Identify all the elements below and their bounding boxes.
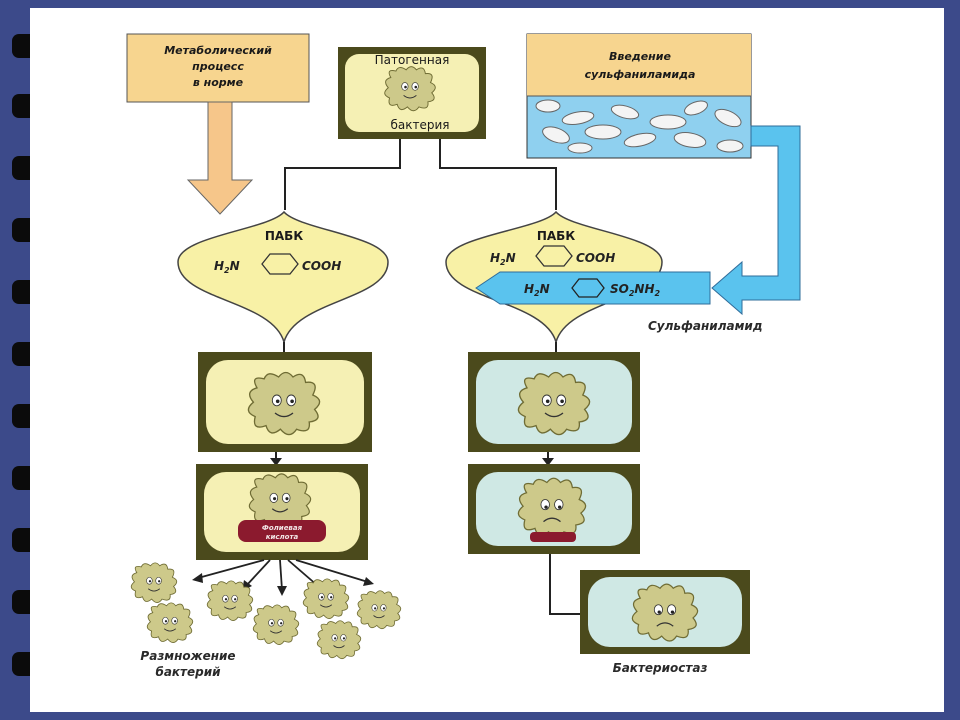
- bacteria-icon: [302, 578, 350, 619]
- folic-line-2: кислота: [266, 533, 299, 541]
- left-flask-amine: H2N: [214, 259, 240, 275]
- right-flask-cooh: COOH: [576, 251, 615, 265]
- connector-bacteriostasis: [549, 554, 582, 615]
- reproduction-arrows: [197, 559, 369, 591]
- left-screen-2: Фолиевая кислота: [196, 464, 368, 560]
- bacteria-top-label: Патогенная: [375, 53, 450, 67]
- bacteria-icon: [252, 604, 300, 645]
- arrow-head: [542, 458, 554, 466]
- connector-left: [284, 139, 401, 210]
- bacteria-icon: [248, 473, 312, 528]
- sulfa-line-2: сульфаниламида: [585, 68, 696, 81]
- orange-arrow: [186, 101, 254, 215]
- sad-bacteria-icon: [517, 477, 587, 538]
- right-flask-title: ПАБК: [537, 229, 575, 243]
- bacteria-icon: [356, 590, 402, 630]
- left-flask-title: ПАБК: [265, 229, 303, 243]
- bacteriostasis-caption: Бактериостаз: [613, 661, 708, 675]
- benzene-ring: [571, 278, 605, 298]
- right-screen-1: [468, 352, 640, 452]
- bacteriostasis-screen: [580, 570, 750, 654]
- norm-process-box: Метаболический процесс в норме: [126, 33, 310, 103]
- reproduction-caption-1: Размножение: [140, 649, 235, 663]
- bacteria-icon: [247, 371, 321, 436]
- bacteria-icon: [130, 562, 178, 603]
- norm-line-3: в норме: [193, 76, 244, 89]
- sulfa-amine: H2N: [524, 282, 550, 298]
- pills-icon: [535, 99, 744, 154]
- sulfa-so2nh2: SO2NH2: [610, 282, 661, 298]
- bacteria-icon: [517, 371, 591, 436]
- folic-line-1: Фолиевая: [262, 524, 303, 532]
- left-flask-cooh: COOH: [302, 259, 341, 273]
- benzene-ring: [261, 253, 299, 275]
- benzene-ring: [535, 245, 573, 267]
- folic-acid-trace: [530, 532, 576, 542]
- right-screen-2: [468, 464, 640, 554]
- sulfanilamide-arrow: H2N SO2NH2: [475, 271, 711, 305]
- sulfa-line-1: Введение: [609, 50, 671, 63]
- pathogenic-bacteria-box: Патогенная бактерия: [338, 47, 486, 139]
- sad-bacteria-icon: [631, 583, 699, 642]
- pabk-flask-left: ПАБК H2N COOH: [177, 210, 389, 345]
- connector-right: [439, 139, 557, 210]
- bacteria-icon: [146, 602, 194, 643]
- norm-line-2: процесс: [192, 60, 244, 73]
- sulfanilamide-intro-box: Введение сульфаниламида: [526, 33, 752, 159]
- bacteria-icon: [206, 580, 254, 621]
- bacteria-bottom-label: бактерия: [390, 118, 449, 132]
- norm-line-1: Метаболический: [164, 44, 272, 57]
- reproduction-caption-2: бактерий: [155, 665, 221, 679]
- blue-arrow: [711, 125, 801, 316]
- left-screen-1: [198, 352, 372, 452]
- right-flask-amine: H2N: [490, 251, 516, 267]
- bacteria-colony: [130, 562, 402, 660]
- bacteria-icon: [384, 66, 436, 112]
- bacteria-icon: [316, 620, 362, 660]
- folic-acid-blob: [238, 520, 326, 542]
- arrow-head: [270, 458, 282, 466]
- sulfanilamide-label: Сульфаниламид: [648, 319, 763, 333]
